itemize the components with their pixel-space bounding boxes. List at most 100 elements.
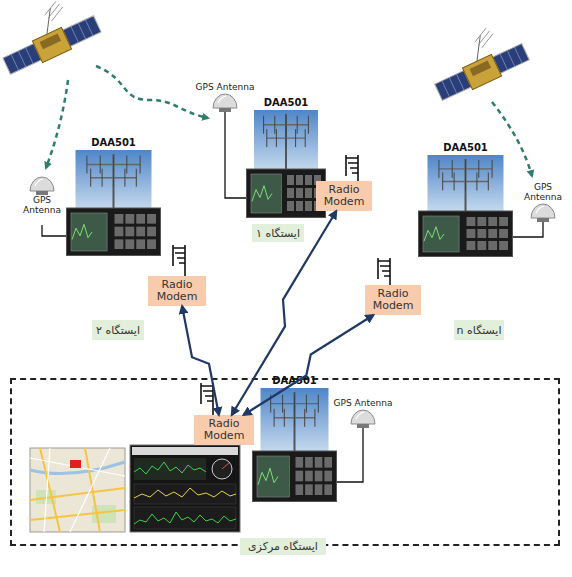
rack-button	[136, 239, 145, 249]
sky-photo	[76, 150, 152, 216]
dipole-element	[454, 172, 455, 190]
rack-button	[296, 175, 303, 185]
daa501-station: DAA501	[418, 141, 513, 257]
gps-dome-base	[219, 108, 231, 112]
screen-trace	[72, 224, 92, 239]
receiver-illustration	[66, 150, 161, 256]
receiver-rack	[419, 211, 513, 257]
radio-link	[232, 211, 337, 415]
gps-dome-base	[537, 218, 549, 222]
gps-antenna: GPS Antenna	[195, 70, 255, 112]
dipole-element	[295, 129, 296, 147]
monitoring-screen	[134, 507, 236, 529]
map-screen	[30, 448, 125, 532]
dipole-element	[100, 156, 101, 174]
gps-dome-highlight	[218, 96, 226, 103]
modem-label: Radio Modem	[316, 184, 372, 208]
device-name: DAA501	[66, 136, 161, 150]
map-screen	[30, 448, 125, 532]
dipole-element	[442, 172, 443, 190]
monitoring-screen	[130, 445, 240, 532]
rack-button	[125, 239, 134, 249]
dipole-element	[438, 160, 439, 178]
gps-dome	[529, 202, 557, 222]
monitoring-screen	[134, 512, 236, 524]
station-name: ایستگاه ۱	[256, 227, 300, 240]
radio-modem-box: Radio Modem	[316, 181, 372, 211]
dipole-element	[306, 395, 307, 413]
monitoring-screen	[134, 458, 206, 480]
modem-label: Radio Modem	[148, 279, 206, 303]
satellite	[18, 51, 26, 67]
modem-antenna	[378, 258, 390, 285]
satellite-signal	[46, 80, 68, 168]
dipole-element	[263, 116, 264, 134]
rack-button	[147, 214, 156, 224]
rack-screen	[71, 213, 107, 251]
antenna-cable	[513, 222, 543, 237]
rack-button	[315, 457, 323, 468]
satellite	[470, 61, 492, 77]
dipole-element	[492, 160, 493, 178]
rack-button	[467, 241, 476, 250]
rack-button	[136, 227, 145, 237]
rack-button	[305, 201, 312, 211]
dipole-element	[308, 116, 309, 134]
rack-screen	[423, 216, 459, 252]
satellite	[32, 27, 71, 62]
map-screen	[30, 448, 125, 532]
dipole-element	[140, 156, 141, 174]
screen-trace	[252, 186, 272, 202]
monitoring-screen	[132, 447, 238, 455]
receiver-illustration	[252, 388, 337, 502]
rack-button	[488, 241, 497, 250]
rack-button	[324, 471, 332, 482]
satellite	[38, 8, 60, 34]
daa501-station: DAA501	[252, 374, 337, 502]
rack-button	[477, 217, 486, 226]
dipole-element	[478, 160, 479, 178]
dipole-element	[124, 169, 125, 187]
dipole-element	[304, 409, 305, 427]
dipole-element	[286, 129, 287, 147]
dipole-element	[86, 156, 87, 174]
daa501-station: DAA501	[246, 96, 326, 218]
gps-dome-shell	[30, 177, 54, 191]
radio-modem-box: Radio Modem	[365, 285, 421, 315]
gps-dome	[211, 92, 239, 112]
satellite	[442, 81, 450, 97]
dipole-element	[274, 116, 275, 134]
rack-button	[499, 217, 508, 226]
rack-button	[296, 457, 304, 468]
monitoring-screen	[134, 484, 236, 504]
rack-button	[115, 239, 124, 249]
receiver-rack	[67, 208, 161, 256]
dipole-element	[305, 129, 306, 147]
satellite	[449, 77, 457, 93]
station-name: ایستگاه n	[457, 324, 502, 337]
rack-button	[296, 471, 304, 482]
screen-trace	[258, 468, 278, 484]
monitoring-screen	[134, 488, 236, 498]
dipole-element	[136, 169, 137, 187]
gps-dome-shell	[531, 204, 555, 218]
satellite	[0, 0, 102, 77]
station-name: ایستگاه مرکزی	[240, 538, 326, 555]
station-label-box: ایستگاه n	[454, 320, 504, 340]
antenna-cable	[42, 225, 66, 236]
satellite	[500, 54, 508, 70]
rack-button	[488, 229, 497, 238]
dipole-element	[126, 156, 127, 174]
rack-button	[287, 201, 294, 211]
rack-button	[488, 217, 497, 226]
rack-button	[147, 239, 156, 249]
antenna-mast	[294, 392, 296, 459]
dipole-element	[276, 129, 277, 147]
rack-button	[305, 175, 312, 185]
dipole-element	[113, 169, 114, 187]
receiver-rack	[247, 169, 326, 218]
radio-modem-box: Radio Modem	[194, 415, 254, 445]
satellite	[85, 20, 93, 36]
